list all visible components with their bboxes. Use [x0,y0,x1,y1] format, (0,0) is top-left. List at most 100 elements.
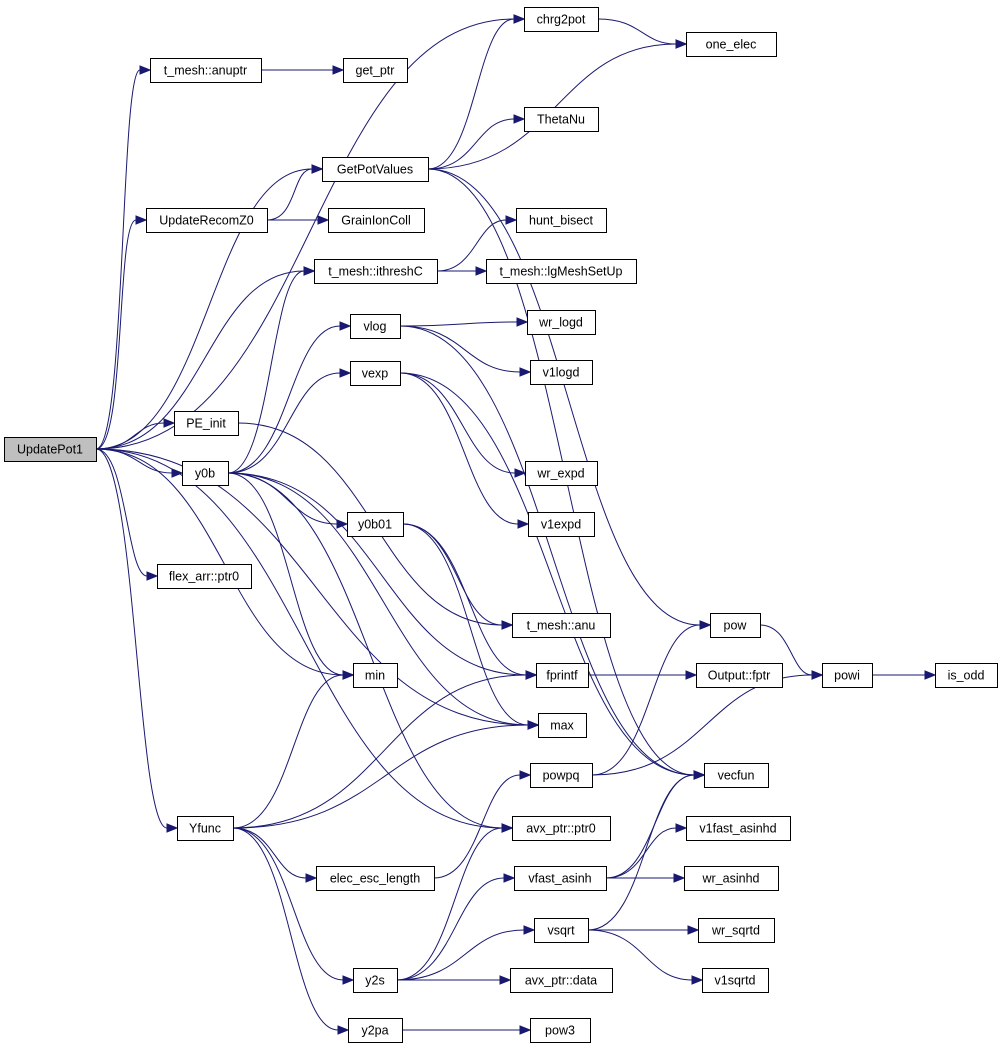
arrowhead-Yfunc-to-min [342,670,355,680]
node-get_ptr[interactable]: get_ptr [343,58,408,83]
node-label: GetPotValues [337,163,413,177]
node-vfast_asinh[interactable]: vfast_asinh [514,866,607,891]
edge-vsqrt-to-v1sqrtd [587,929,693,981]
node-label: avx_ptr::data [525,974,597,988]
node-elec_esc_length[interactable]: elec_esc_length [316,866,435,891]
node-vsqrt[interactable]: vsqrt [534,918,589,943]
node-box [534,918,589,943]
node-label: t_mesh::ithreshC [328,265,422,279]
node-Yfunc[interactable]: Yfunc [177,816,234,841]
arrowhead-y2s-to-avxptr0 [501,823,514,833]
node-powi[interactable]: powi [822,663,873,688]
arrowhead-Yfunc-to-y2s [342,975,355,985]
edge-vlog-to-v1logd [399,325,521,373]
node-box [182,461,229,486]
arrowhead-powpq-to-powi [811,670,824,680]
node-label: hunt_bisect [529,214,593,228]
node-label: v1expd [541,518,581,532]
node-wr_sqrtd[interactable]: wr_sqrtd [698,918,775,943]
node-label: vlog [364,320,387,334]
node-powpq[interactable]: powpq [530,763,593,788]
node-wr_logd[interactable]: wr_logd [527,310,596,335]
node-box [322,157,429,182]
node-anuptr[interactable]: t_mesh::anuptr [150,58,262,83]
node-y2pa[interactable]: y2pa [348,1018,403,1043]
node-avxptr0[interactable]: avx_ptr::ptr0 [512,816,611,841]
node-box [316,866,435,891]
node-box [536,663,589,688]
edge-UpdatePot1-to-min [95,448,344,676]
node-min[interactable]: min [353,663,398,688]
node-fptr[interactable]: Output::fptr [696,663,783,688]
node-vlog[interactable]: vlog [350,314,401,339]
edge-UpdatePot1-to-avxptr0 [95,448,503,829]
node-is_odd[interactable]: is_odd [935,663,998,688]
node-box [510,968,613,993]
node-box [516,208,607,233]
node-box [530,1018,591,1043]
node-box [530,763,593,788]
arrowhead-UpdateRecomZ0-to-GrainIonColl [317,215,330,225]
edge-vexp-to-v1expd [399,372,519,525]
node-ptr0[interactable]: flex_arr::ptr0 [157,564,252,589]
node-y2s[interactable]: y2s [353,968,398,993]
node-label: wr_expd [536,467,584,481]
edge-vexp-to-vecfun [399,372,695,776]
node-pow[interactable]: pow [710,613,761,638]
node-box [514,866,607,891]
arrowhead-Yfunc-to-max [527,720,540,730]
node-fprintf[interactable]: fprintf [536,663,589,688]
edge-vlog-to-vecfun [399,325,695,776]
node-ithreshC[interactable]: t_mesh::ithreshC [314,259,438,284]
node-UpdatePot1[interactable]: UpdatePot1 [4,437,97,462]
node-lgMeshSetUp[interactable]: t_mesh::lgMeshSetUp [486,259,637,284]
node-chrg2pot[interactable]: chrg2pot [524,7,599,32]
node-label: avx_ptr::ptr0 [526,822,596,836]
node-max[interactable]: max [538,713,587,738]
node-box [525,461,598,486]
node-avxdata[interactable]: avx_ptr::data [510,968,613,993]
node-PE_init[interactable]: PE_init [174,411,239,436]
function-nodes: UpdatePot1 chrg2potone_elect_mesh::anuptr… [4,7,998,1043]
node-UpdateRecomZ0[interactable]: UpdateRecomZ0 [146,208,268,233]
edge-y0b-to-ithreshC [227,270,305,474]
node-hunt_bisect[interactable]: hunt_bisect [516,208,607,233]
node-wr_expd[interactable]: wr_expd [525,461,598,486]
edge-UpdatePot1-to-PE_init [95,422,165,450]
node-box [696,663,783,688]
node-box [146,208,268,233]
node-box [527,310,596,335]
node-wr_asinhd[interactable]: wr_asinhd [684,866,779,891]
node-box [328,208,425,233]
edge-y0b-to-fprintf [227,472,527,676]
node-vexp[interactable]: vexp [350,361,401,386]
node-y0b[interactable]: y0b [182,461,229,486]
node-box [935,663,998,688]
node-label: y2pa [361,1024,388,1038]
node-v1logd[interactable]: v1logd [530,360,593,385]
node-label: t_mesh::anuptr [164,64,247,78]
arrowhead-Yfunc-to-y2pa [337,1025,350,1035]
edge-pow-to-powi [759,624,813,676]
node-GrainIonColl[interactable]: GrainIonColl [328,208,425,233]
node-label: pow3 [545,1024,575,1038]
node-y0b01[interactable]: y0b01 [347,512,404,537]
node-v1expd[interactable]: v1expd [528,512,595,537]
node-box [347,512,404,537]
arrowhead-ithreshC-to-lgMeshSetUp [475,266,488,276]
node-box [684,866,779,891]
arrowhead-vlog-to-wr_logd [516,317,529,327]
node-GetPotValues[interactable]: GetPotValues [322,157,429,182]
arrowhead-vfast_asinh-to-wr_asinhd [673,873,686,883]
node-box [698,918,775,943]
node-one_elec[interactable]: one_elec [686,32,777,57]
node-v1sqrtd[interactable]: v1sqrtd [702,968,769,993]
node-ThetaNu[interactable]: ThetaNu [524,107,599,132]
arrowhead-Yfunc-to-elec_esc_length [305,873,318,883]
node-label: vecfun [718,769,755,783]
edge-Yfunc-to-max [232,724,529,829]
node-v1fast_asinhd[interactable]: v1fast_asinhd [686,816,791,841]
node-vecfun[interactable]: vecfun [704,763,769,788]
node-pow3[interactable]: pow3 [530,1018,591,1043]
node-anu[interactable]: t_mesh::anu [512,613,611,638]
